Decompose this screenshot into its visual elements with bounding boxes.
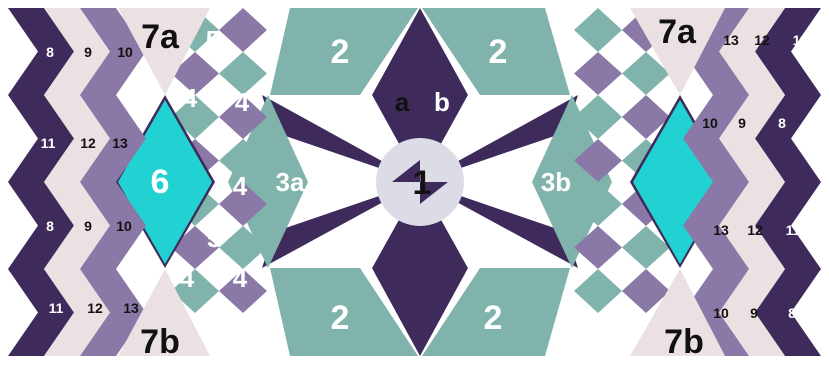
label-piece-p4: 4 (233, 263, 248, 293)
label-piece-p7a: 7a (141, 18, 180, 56)
label-piece-p10: 10 (713, 305, 729, 321)
label-piece-p11: 11 (793, 32, 808, 48)
label-piece-p7a: 7a (658, 13, 697, 51)
label-piece-p8: 8 (46, 218, 54, 234)
label-piece-p11: 11 (49, 300, 64, 316)
label-piece-p2: 2 (331, 299, 350, 337)
label-piece-p4: 4 (233, 171, 248, 201)
label-piece-p8: 8 (778, 115, 786, 131)
label-piece-p2: 2 (484, 299, 503, 337)
label-piece-p7b: 7b (140, 323, 180, 361)
label-piece-p8: 8 (46, 44, 54, 60)
label-piece-p5: 5 (207, 305, 221, 335)
left-lattice-diamond (219, 8, 267, 52)
label-piece-p4: 4 (235, 87, 250, 117)
label-piece-p6: 6 (151, 163, 170, 201)
label-piece-p2: 2 (489, 33, 508, 71)
label-piece-p9: 9 (84, 218, 92, 234)
label-piece-p9: 9 (738, 115, 746, 131)
label-piece-p4: 4 (180, 263, 195, 293)
label-piece-p12: 12 (754, 32, 770, 48)
label-piece-p9: 9 (84, 44, 92, 60)
label-piece-p13: 13 (713, 222, 729, 238)
label-piece-p13: 13 (123, 300, 139, 316)
label-piece-p5: 5 (207, 223, 221, 253)
label-piece-p12: 12 (747, 222, 763, 238)
label-piece-p2: 2 (331, 33, 350, 71)
label-piece-p3b: 3b (541, 167, 571, 197)
label-piece-p7b: 7b (664, 323, 704, 361)
label-piece-p4: 4 (183, 83, 198, 113)
label-piece-p3a: 3a (276, 167, 305, 197)
label-piece-p13: 13 (112, 135, 128, 151)
label-piece-p11: 11 (41, 135, 56, 151)
label-piece-a: a (395, 87, 410, 117)
label-piece-p13: 13 (723, 32, 739, 48)
label-piece-p5: 5 (206, 25, 220, 55)
right-lattice-diamond (574, 8, 622, 52)
label-piece-p9: 9 (750, 305, 758, 321)
label-piece-p5: 5 (207, 125, 221, 155)
label-piece-p1: 1 (413, 164, 432, 202)
label-piece-p11: 11 (786, 222, 801, 238)
label-piece-b: b (434, 87, 450, 117)
label-piece-p10: 10 (116, 218, 132, 234)
label-piece-p10: 10 (117, 44, 133, 60)
label-piece-p10: 10 (702, 115, 718, 131)
right-lattice-diamond (574, 52, 622, 95)
label-piece-p8: 8 (788, 305, 796, 321)
label-piece-p12: 12 (87, 300, 103, 316)
label-piece-p12: 12 (80, 135, 96, 151)
right-lattice-diamond (574, 269, 622, 313)
